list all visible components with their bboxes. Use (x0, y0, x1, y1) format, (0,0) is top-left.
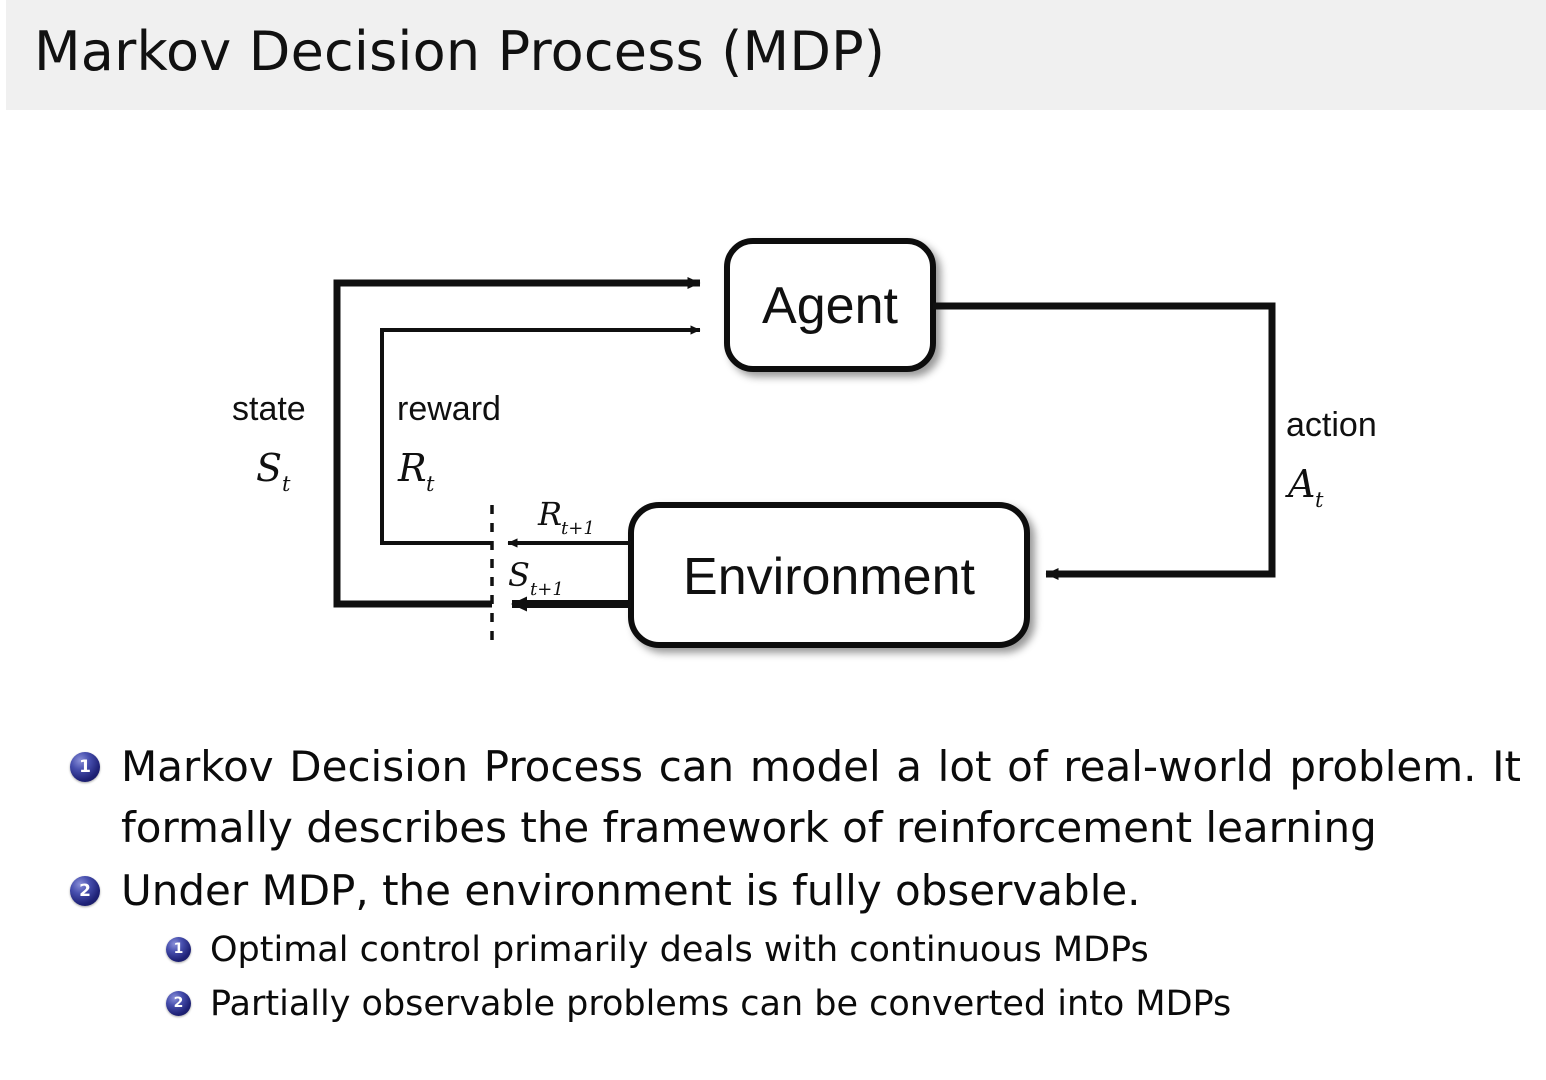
state-label-symbol: S (256, 446, 282, 490)
list-item-text: Optimal control primarily deals with con… (210, 930, 1149, 970)
action-label-word: action (1286, 406, 1377, 444)
bullet-number-badge: 1 (70, 752, 100, 782)
state-label-subscript: t (282, 472, 291, 496)
next-reward-label-subscript: t+1 (561, 518, 595, 539)
state-label-word: state (232, 390, 306, 428)
mdp-agent-environment-diagram: Agent Environment (0, 110, 1546, 710)
action-label: action A t (1285, 406, 1377, 512)
next-state-label-symbol: S (508, 556, 530, 594)
action-edge (933, 302, 1276, 580)
bullet-number-badge: 2 (70, 876, 100, 906)
action-label-symbol: A (1285, 462, 1315, 506)
agent-node-label: Agent (762, 277, 898, 335)
next-state-label: S t+1 (508, 556, 564, 600)
environment-node: Environment (628, 502, 1030, 648)
list-item: 2 Partially observable problems can be c… (0, 977, 1546, 1031)
list-item: 1 Markov Decision Process can model a lo… (0, 736, 1546, 858)
bullet-list: 1 Markov Decision Process can model a lo… (0, 736, 1546, 1031)
state-feedback-edge (333, 277, 701, 608)
list-item-text: Under MDP, the environment is fully obse… (121, 866, 1141, 915)
reward-label-word: reward (397, 390, 501, 428)
reward-label-symbol: R (397, 446, 427, 490)
list-item: 1 Optimal control primarily deals with c… (0, 923, 1546, 977)
list-item: 2 Under MDP, the environment is fully ob… (0, 860, 1546, 921)
state-label: state S t (232, 390, 306, 496)
next-state-label-subscript: t+1 (530, 579, 564, 600)
reward-feedback-edge (380, 325, 701, 545)
reward-label-subscript: t (426, 472, 435, 496)
page-title: Markov Decision Process (MDP) (34, 20, 886, 83)
agent-node: Agent (724, 238, 936, 372)
list-item-text: Partially observable problems can be con… (210, 984, 1232, 1024)
action-label-subscript: t (1315, 488, 1324, 512)
bullet-number-badge: 2 (166, 991, 191, 1016)
next-reward-label-symbol: R (537, 495, 562, 533)
list-item-text: Markov Decision Process can model a lot … (121, 742, 1521, 852)
bullet-number-badge: 1 (166, 937, 191, 962)
reward-label: reward R t (397, 390, 501, 496)
slide-header-bar: Markov Decision Process (MDP) (0, 0, 1546, 110)
next-reward-label: R t+1 (537, 495, 595, 539)
environment-node-label: Environment (683, 548, 975, 606)
